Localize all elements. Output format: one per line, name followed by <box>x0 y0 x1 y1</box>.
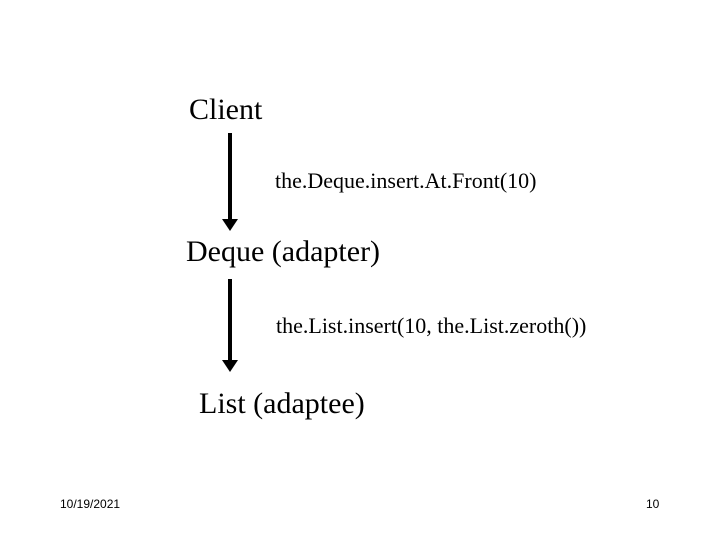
page-number: 10 <box>646 497 660 511</box>
client-node: Client <box>189 93 263 126</box>
list-node: List (adaptee) <box>199 387 365 420</box>
footer-date: 10/19/2021 <box>60 497 121 511</box>
edge-label-deque-to-list: the.List.insert(10, the.List.zeroth()) <box>276 313 587 338</box>
deque-node: Deque (adapter) <box>186 235 381 268</box>
edge-label-client-to-deque: the.Deque.insert.At.Front(10) <box>275 168 537 193</box>
